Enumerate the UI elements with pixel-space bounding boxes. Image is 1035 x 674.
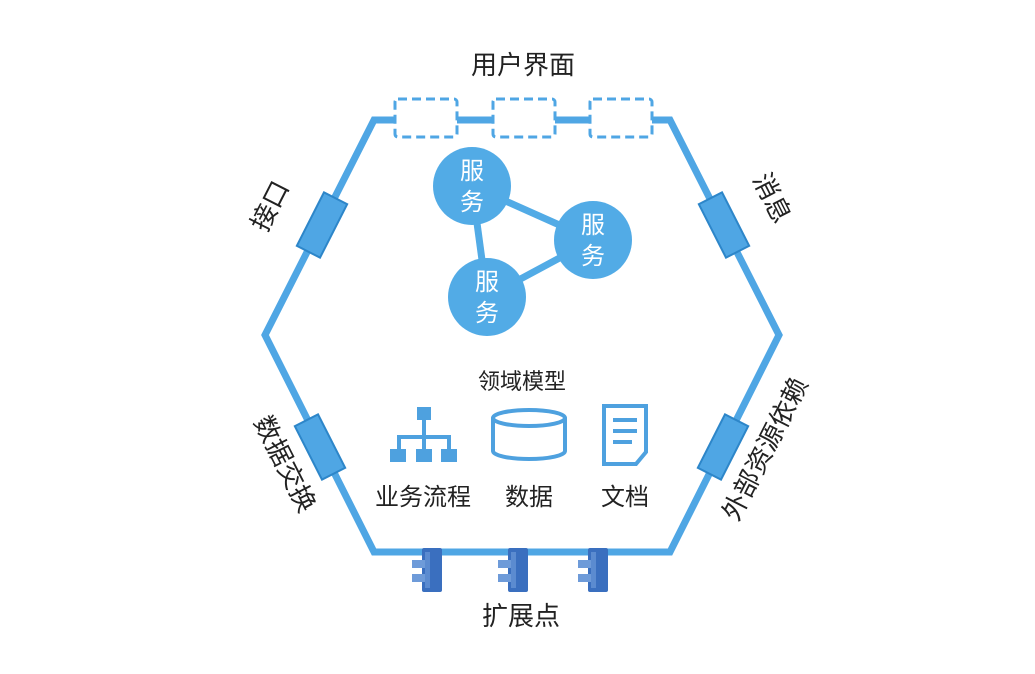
org-chart-icon	[390, 407, 457, 462]
extension-point-plugs	[412, 548, 608, 592]
domain-model-label: 领域模型	[478, 370, 566, 395]
ui-port	[588, 97, 654, 139]
document-label: 文档	[601, 483, 649, 511]
user-interface-ports	[393, 97, 654, 139]
service-node-text-line2: 务	[460, 188, 484, 216]
service-node: 服 务	[433, 147, 511, 225]
ui-port	[491, 97, 557, 139]
data-exchange-adapter	[293, 413, 347, 481]
service-node: 服 务	[554, 201, 632, 279]
message-label: 消息	[746, 168, 796, 228]
message-adapter	[697, 191, 751, 259]
plug-icon	[578, 548, 608, 592]
database-icon	[491, 408, 567, 461]
document-icon	[602, 404, 648, 466]
service-node-text-line2: 务	[475, 299, 499, 327]
service-node-text-line1: 服	[460, 157, 484, 185]
data-label: 数据	[505, 483, 553, 511]
extension-point-label: 扩展点	[482, 602, 560, 632]
interface-adapter	[295, 191, 349, 259]
external-resource-adapter	[696, 413, 750, 481]
service-node-text-line1: 服	[581, 211, 605, 239]
business-process-label: 业务流程	[375, 483, 471, 511]
plug-icon	[412, 548, 442, 592]
plug-icon	[498, 548, 528, 592]
hexagon-boundary	[261, 116, 783, 556]
service-node: 服 务	[448, 258, 526, 336]
ui-port	[393, 97, 459, 139]
interface-label: 接口	[246, 176, 296, 236]
service-node-text-line1: 服	[475, 268, 499, 296]
user-interface-label: 用户界面	[471, 51, 575, 81]
service-node-text-line2: 务	[581, 242, 605, 270]
